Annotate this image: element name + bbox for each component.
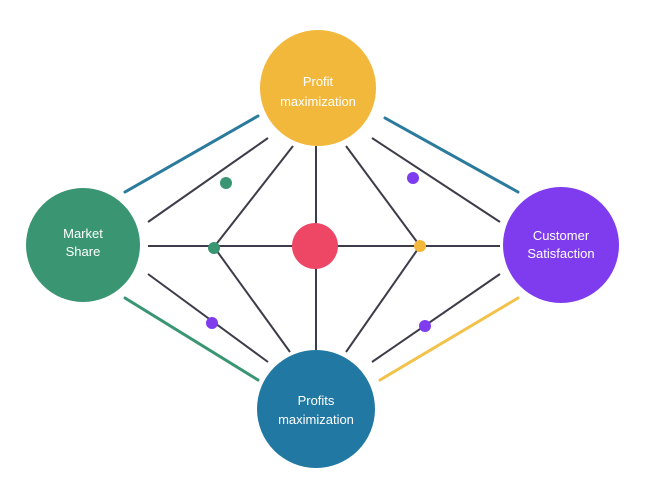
- outer-links: [123, 114, 520, 382]
- center-node: [292, 223, 338, 269]
- connector: [371, 137, 501, 223]
- outer-link-right-bottom: [378, 296, 520, 382]
- connector-dot: [206, 317, 218, 329]
- connector: [345, 245, 421, 353]
- node-circle: [260, 30, 376, 146]
- connector: [213, 145, 294, 248]
- node-profits-maximization: Profits maximization: [257, 350, 375, 468]
- connector: [147, 273, 269, 363]
- node-label-line1: Profits: [298, 393, 335, 408]
- outer-link-left-top: [123, 114, 260, 194]
- connector: [371, 273, 501, 363]
- outer-link-left-bottom: [123, 296, 260, 382]
- connector: [213, 246, 291, 353]
- connector-dots: [206, 172, 431, 332]
- node-circle: [257, 350, 375, 468]
- connector: [147, 137, 269, 223]
- connector-dot: [220, 177, 232, 189]
- connector: [345, 145, 421, 247]
- node-label-line2: maximization: [280, 94, 356, 109]
- node-market-share: Market Share: [26, 188, 140, 302]
- node-circle: [26, 188, 140, 302]
- connector-dot: [208, 242, 220, 254]
- connector-dot: [414, 240, 426, 252]
- node-circle: [503, 187, 619, 303]
- outer-link-top-right: [383, 116, 520, 194]
- node-label-line1: Market: [63, 226, 103, 241]
- node-label-line1: Profit: [303, 74, 334, 89]
- connector-dot: [419, 320, 431, 332]
- node-label-line1: Customer: [533, 228, 590, 243]
- node-customer-satisfaction: Customer Satisfaction: [503, 187, 619, 303]
- connector-dot: [407, 172, 419, 184]
- node-label-line2: Share: [66, 244, 101, 259]
- node-profit-maximization: Profit maximization: [260, 30, 376, 146]
- node-label-line2: Satisfaction: [527, 246, 594, 261]
- node-label-line2: maximization: [278, 412, 354, 427]
